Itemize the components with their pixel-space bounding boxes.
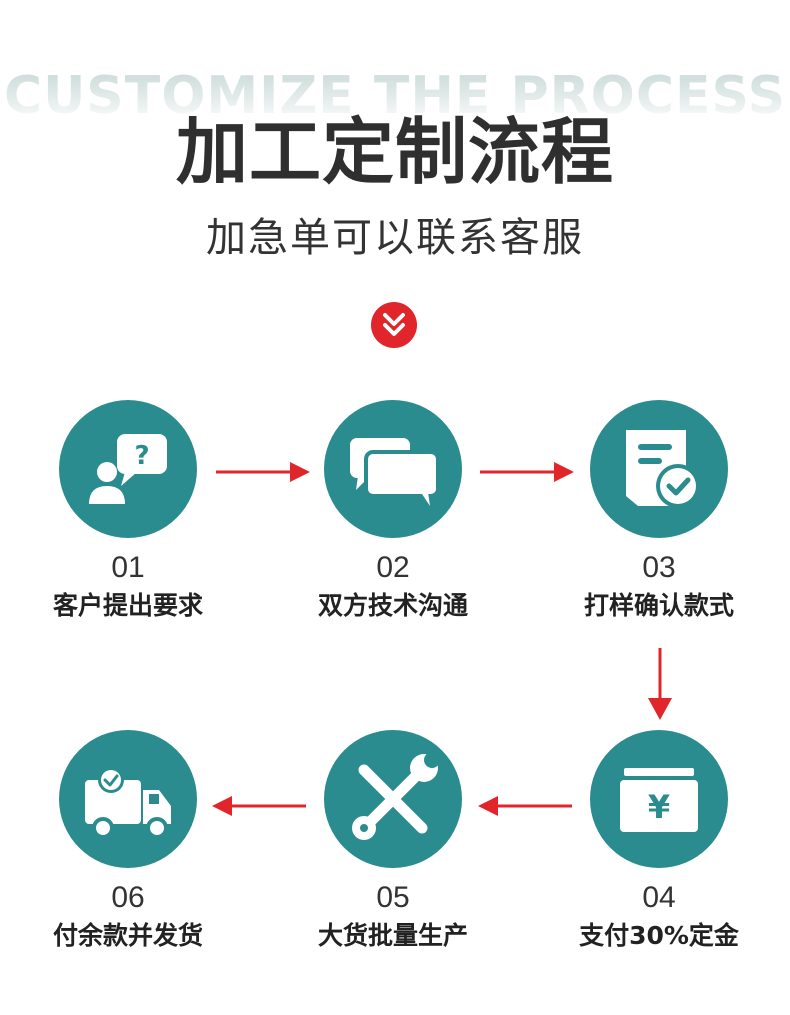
step-04: ¥ 04 支付30%定金 (549, 730, 769, 952)
step-05: 05 大货批量生产 (283, 730, 503, 952)
step-04-circle: ¥ (590, 730, 728, 868)
step-01-circle: ? (59, 400, 197, 538)
tools-icon (352, 752, 440, 840)
arrow-left-icon (212, 796, 306, 816)
step-04-number: 04 (642, 881, 676, 914)
page-subtitle: 加急单可以联系客服 (206, 215, 584, 261)
step-02: 02 双方技术沟通 (283, 400, 503, 622)
step-05-number: 05 (376, 881, 410, 914)
step-06-number: 06 (111, 881, 145, 914)
step-03-label: 打样确认款式 (583, 591, 734, 620)
document-check-icon (626, 430, 700, 508)
step-06-circle (59, 730, 197, 868)
step-03: 03 打样确认款式 (549, 400, 769, 622)
svg-text:?: ? (134, 441, 149, 471)
step-01-label: 客户提出要求 (52, 591, 203, 620)
page-title: 加工定制流程 (175, 110, 614, 194)
customer-question-icon: ? (89, 434, 167, 504)
wallet-yen-icon: ¥ (620, 768, 698, 832)
step-01-number: 01 (111, 551, 145, 584)
chat-bubbles-icon (350, 438, 440, 506)
step-02-number: 02 (376, 551, 410, 584)
step-03-circle (590, 400, 728, 538)
chevron-down-icon (371, 302, 417, 348)
svg-text:¥: ¥ (648, 788, 670, 826)
step-02-circle (324, 400, 462, 538)
step-05-circle (324, 730, 462, 868)
step-02-label: 双方技术沟通 (317, 591, 468, 620)
step-06: 06 付余款并发货 (18, 730, 238, 952)
step-01: ? 01 客户提出要求 (18, 400, 238, 622)
arrow-right-icon (480, 462, 574, 482)
step-05-label: 大货批量生产 (317, 921, 468, 950)
arrow-left-icon (478, 796, 572, 816)
step-04-label: 支付30%定金 (579, 921, 739, 950)
delivery-truck-icon (85, 767, 171, 839)
arrow-right-icon (216, 462, 310, 482)
arrow-down-icon (648, 648, 672, 720)
english-title: CUSTOMIZE THE PROCESS (0, 66, 790, 126)
step-03-number: 03 (642, 551, 676, 584)
step-06-label: 付余款并发货 (52, 921, 203, 950)
